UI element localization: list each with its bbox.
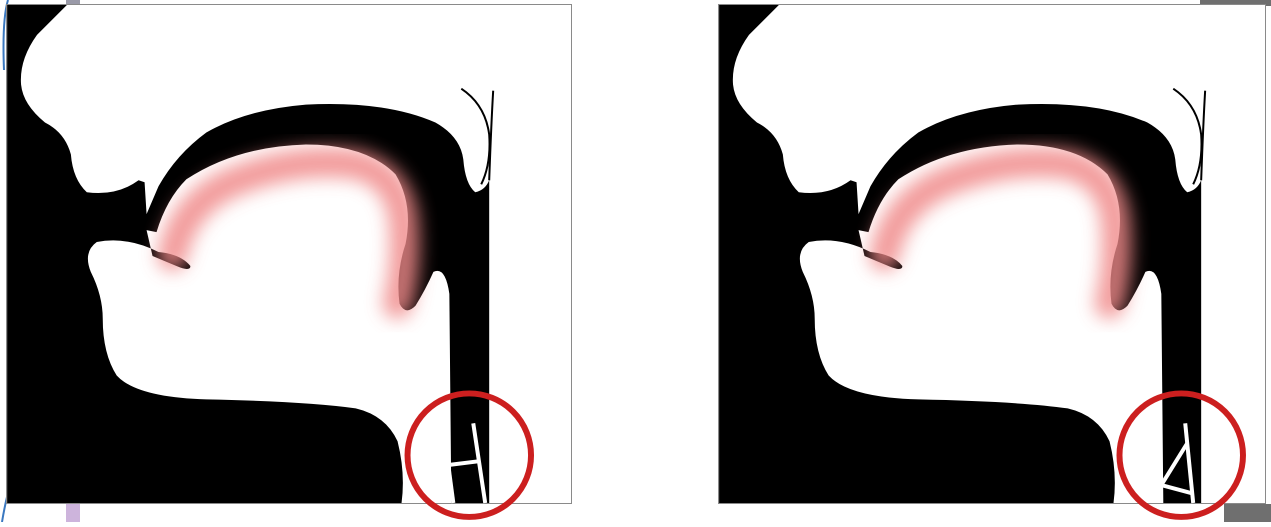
scrollbar-thumb-bottom — [1224, 504, 1271, 522]
vocal-tract-diagram-right — [718, 4, 1266, 504]
vocal-tract-highlight — [172, 162, 404, 303]
nasal-curve — [1173, 89, 1201, 185]
nasal-curve — [461, 89, 489, 185]
vocal-tract-highlight — [884, 162, 1116, 303]
vocal-tract-svg-left — [7, 5, 571, 503]
vocal-tract-svg-right — [719, 5, 1265, 503]
vocal-tract-diagram-left — [6, 4, 572, 504]
